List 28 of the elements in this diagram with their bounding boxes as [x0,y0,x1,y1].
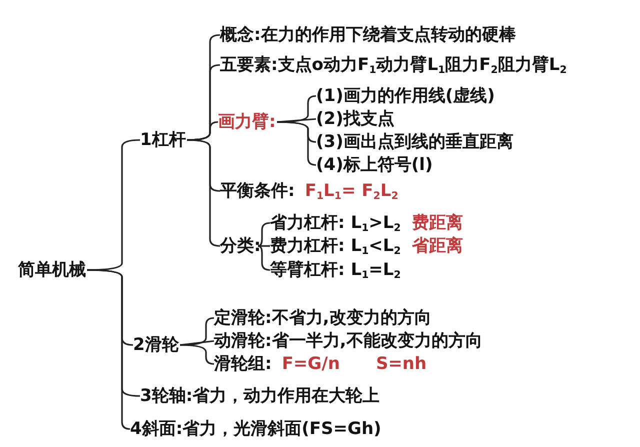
note-text: 省距离 [412,235,463,257]
heading-text: 平衡条件: [220,181,295,201]
branch-label: 1杠杆 [140,129,186,151]
pulley-text: 定滑轮:不省力,改变力的方向 [214,307,432,329]
heading-text: 滑轮组: [214,354,272,374]
branch-label: 3轮轴:省力，动力作用在大轮上 [140,385,380,407]
branch-label: 2滑轮 [133,334,179,356]
formula-text: F=G/n [282,354,340,374]
category-text: 省力杠杆: L$_{1}$>L$_{2}$ [270,212,401,234]
elements-text: 五要素:支点o动力F$_{1}$动力臂L$_{1}$阻力F$_{2}$阻力臂L$_{2}$ [220,54,567,76]
step-text: (3)画出点到线的垂直距离 [316,131,514,153]
branch-label: 4斜面:省力，光滑斜面(FS=Gh) [130,418,382,440]
category-text: 费力杠杆: L$_{1}$<L$_{2}$ [270,235,401,257]
brace-branch [258,222,270,247]
pulley-text: 动滑轮:省一半力,不能改变力的方向 [214,330,482,352]
note-text: 费距离 [412,212,463,234]
formula-text: S=nh [376,354,427,374]
brace-branch [258,245,270,247]
topic-label: 简单机械 [18,259,86,281]
formula-text: F$_{1}$L$_{1}$= F$_{2}$L$_{2}$ [304,181,398,201]
definition-text: 概念:在力的作用下绕着支点转动的硬棒 [220,24,516,46]
branch-label: 分类: [220,235,261,257]
branch-label: 画力臂: [218,111,276,133]
step-text: (4)标上符号(l) [316,154,433,176]
brace-branch [186,121,218,141]
step-text: (2)找支点 [316,108,394,130]
category-text: 等臂杠杆: L$_{1}$=L$_{2}$ [270,259,401,281]
step-text: (1)画力的作用线(虚线) [316,85,495,107]
